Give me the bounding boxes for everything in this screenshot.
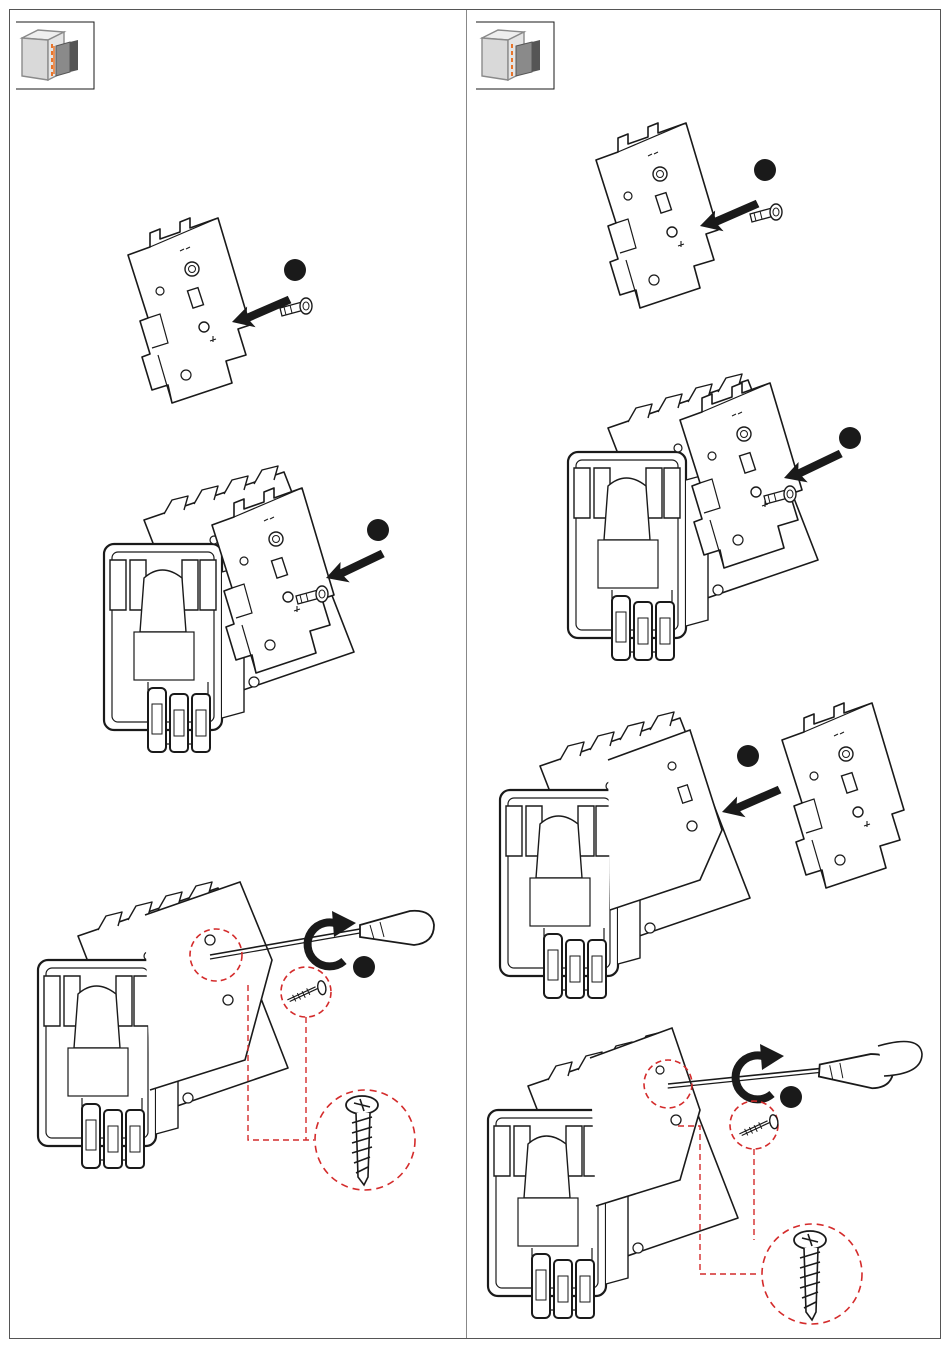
push-arrow-icon <box>719 785 785 821</box>
step-4-tighten-screw <box>488 1028 922 1324</box>
step-3-tighten-screw <box>38 882 434 1190</box>
black-step-dot-icon <box>780 1086 802 1108</box>
black-step-dot-icon <box>754 159 776 181</box>
left-panel <box>16 22 434 1190</box>
step-3-slide-block <box>500 703 904 998</box>
right-panel <box>476 22 922 1324</box>
rotate-arrow-icon <box>736 1044 784 1099</box>
screw-small-icon <box>285 980 327 1003</box>
step-1-insert-pin <box>128 218 312 403</box>
side-mount-auxiliary-block-icon <box>16 22 94 89</box>
rotate-arrow-icon <box>308 911 356 966</box>
step-1-insert-pin <box>596 123 782 308</box>
screw-small-icon <box>737 1114 779 1137</box>
black-step-dot-icon <box>737 745 759 767</box>
black-step-dot-icon <box>284 259 306 281</box>
black-step-dot-icon <box>353 956 375 978</box>
step-2-insert-pin-contactor <box>568 374 861 660</box>
black-step-dot-icon <box>367 519 389 541</box>
push-arrow-icon <box>323 549 389 587</box>
black-step-dot-icon <box>839 427 861 449</box>
step-2-mount-block <box>104 466 389 752</box>
side-mount-auxiliary-block-icon <box>476 22 554 89</box>
